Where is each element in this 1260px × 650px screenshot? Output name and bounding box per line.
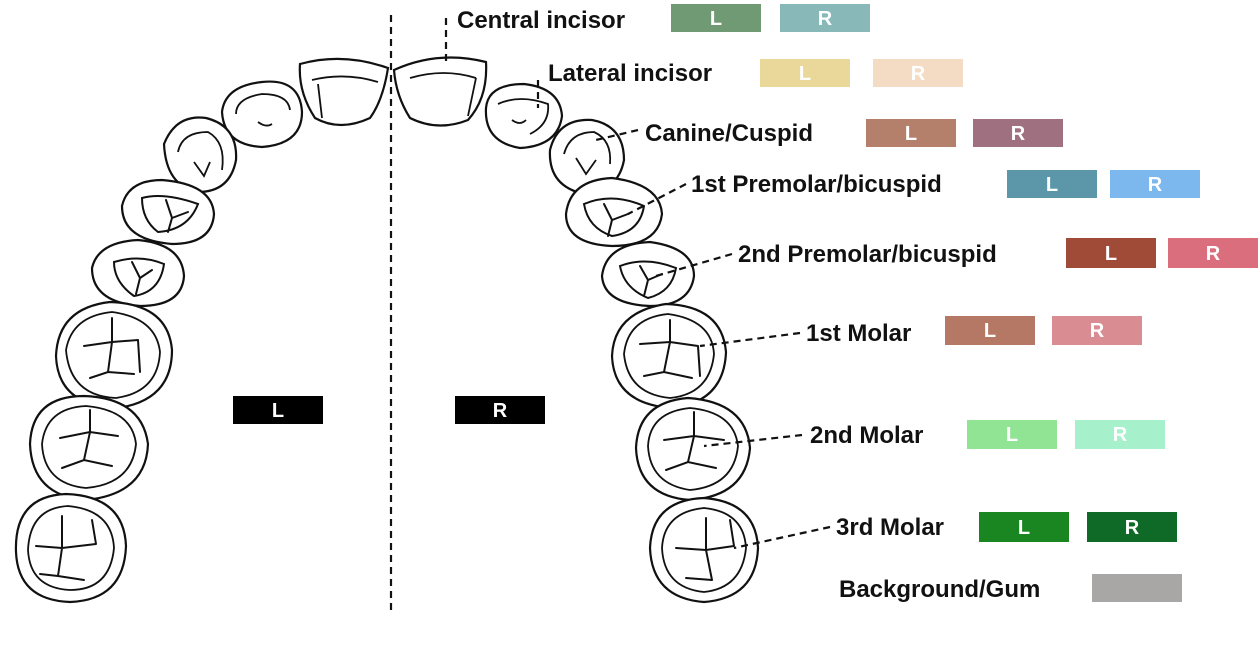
tooth-lateral-incisor-left [220, 80, 304, 149]
leader-first-premolar [627, 183, 687, 215]
legend-label-canine: Canine/Cuspid [645, 120, 813, 147]
svg-text:L: L [799, 63, 811, 85]
leader-second-molar [703, 433, 803, 448]
tooth-first-molar-left [54, 300, 174, 410]
swatch-first-premolar-left: L [1007, 170, 1097, 198]
swatch-central-incisor-right: R [780, 4, 870, 32]
svg-text:L: L [1018, 517, 1030, 539]
svg-text:R: R [1148, 174, 1163, 196]
side-marker-right: R [455, 396, 545, 424]
svg-text:R: R [818, 8, 833, 30]
legend-label-central-incisor: Central incisor [457, 7, 625, 34]
leader-first-molar [699, 331, 801, 348]
tooth-second-premolar-right [600, 240, 696, 308]
tooth-central-incisor-right [392, 56, 488, 127]
swatch-lateral-incisor-left: L [760, 59, 850, 87]
svg-text:R: R [493, 400, 508, 422]
swatch-second-molar-left: L [967, 420, 1057, 449]
tooth-lateral-incisor-right [484, 82, 564, 150]
svg-text:L: L [1105, 243, 1117, 265]
tooth-third-molar-left [14, 492, 128, 604]
swatch-second-molar-right: R [1075, 420, 1165, 449]
leader-second-premolar [655, 252, 733, 278]
tooth-first-molar-right [610, 302, 728, 410]
swatch-background-gum [1092, 574, 1182, 602]
svg-text:L: L [1006, 424, 1018, 446]
svg-text:R: R [1113, 424, 1128, 446]
svg-text:R: R [1206, 243, 1221, 265]
tooth-first-premolar-right [564, 176, 664, 248]
swatch-canine-right: R [973, 119, 1063, 147]
swatch-canine-left: L [866, 119, 956, 147]
swatch-second-premolar-right: R [1168, 238, 1258, 268]
tooth-third-molar-right [648, 496, 760, 604]
svg-text:L: L [1046, 174, 1058, 196]
legend-label-lateral-incisor: Lateral incisor [548, 60, 712, 87]
swatch-first-molar-right: R [1052, 316, 1142, 345]
tooth-first-premolar-left [120, 178, 216, 246]
swatch-lateral-incisor-right: R [873, 59, 963, 87]
legend-label-first-premolar: 1st Premolar/bicuspid [691, 171, 942, 198]
swatch-central-incisor-left: L [671, 4, 761, 32]
tooth-second-molar-left [28, 394, 150, 502]
side-marker-left: L [233, 396, 323, 424]
tooth-canine-right [548, 118, 626, 196]
legend-label-background-gum: Background/Gum [839, 576, 1040, 603]
tooth-second-premolar-left [90, 238, 186, 308]
svg-text:R: R [1090, 320, 1105, 342]
tooth-second-molar-right [634, 396, 752, 502]
legend-label-second-molar: 2nd Molar [810, 422, 923, 449]
swatch-first-premolar-right: R [1110, 170, 1200, 198]
svg-text:R: R [1011, 123, 1026, 145]
swatch-third-molar-left: L [979, 512, 1069, 542]
swatch-second-premolar-left: L [1066, 238, 1156, 268]
swatch-third-molar-right: R [1087, 512, 1177, 542]
legend-label-second-premolar: 2nd Premolar/bicuspid [738, 241, 997, 268]
legend-label-first-molar: 1st Molar [806, 320, 911, 347]
svg-text:L: L [905, 123, 917, 145]
svg-text:L: L [272, 400, 284, 422]
tooth-central-incisor-left [298, 57, 390, 127]
svg-text:R: R [1125, 517, 1140, 539]
swatch-first-molar-left: L [945, 316, 1035, 345]
svg-text:L: L [984, 320, 996, 342]
svg-text:L: L [710, 8, 722, 30]
legend-label-third-molar: 3rd Molar [836, 514, 944, 541]
leader-third-molar [733, 525, 831, 550]
svg-text:R: R [911, 63, 926, 85]
